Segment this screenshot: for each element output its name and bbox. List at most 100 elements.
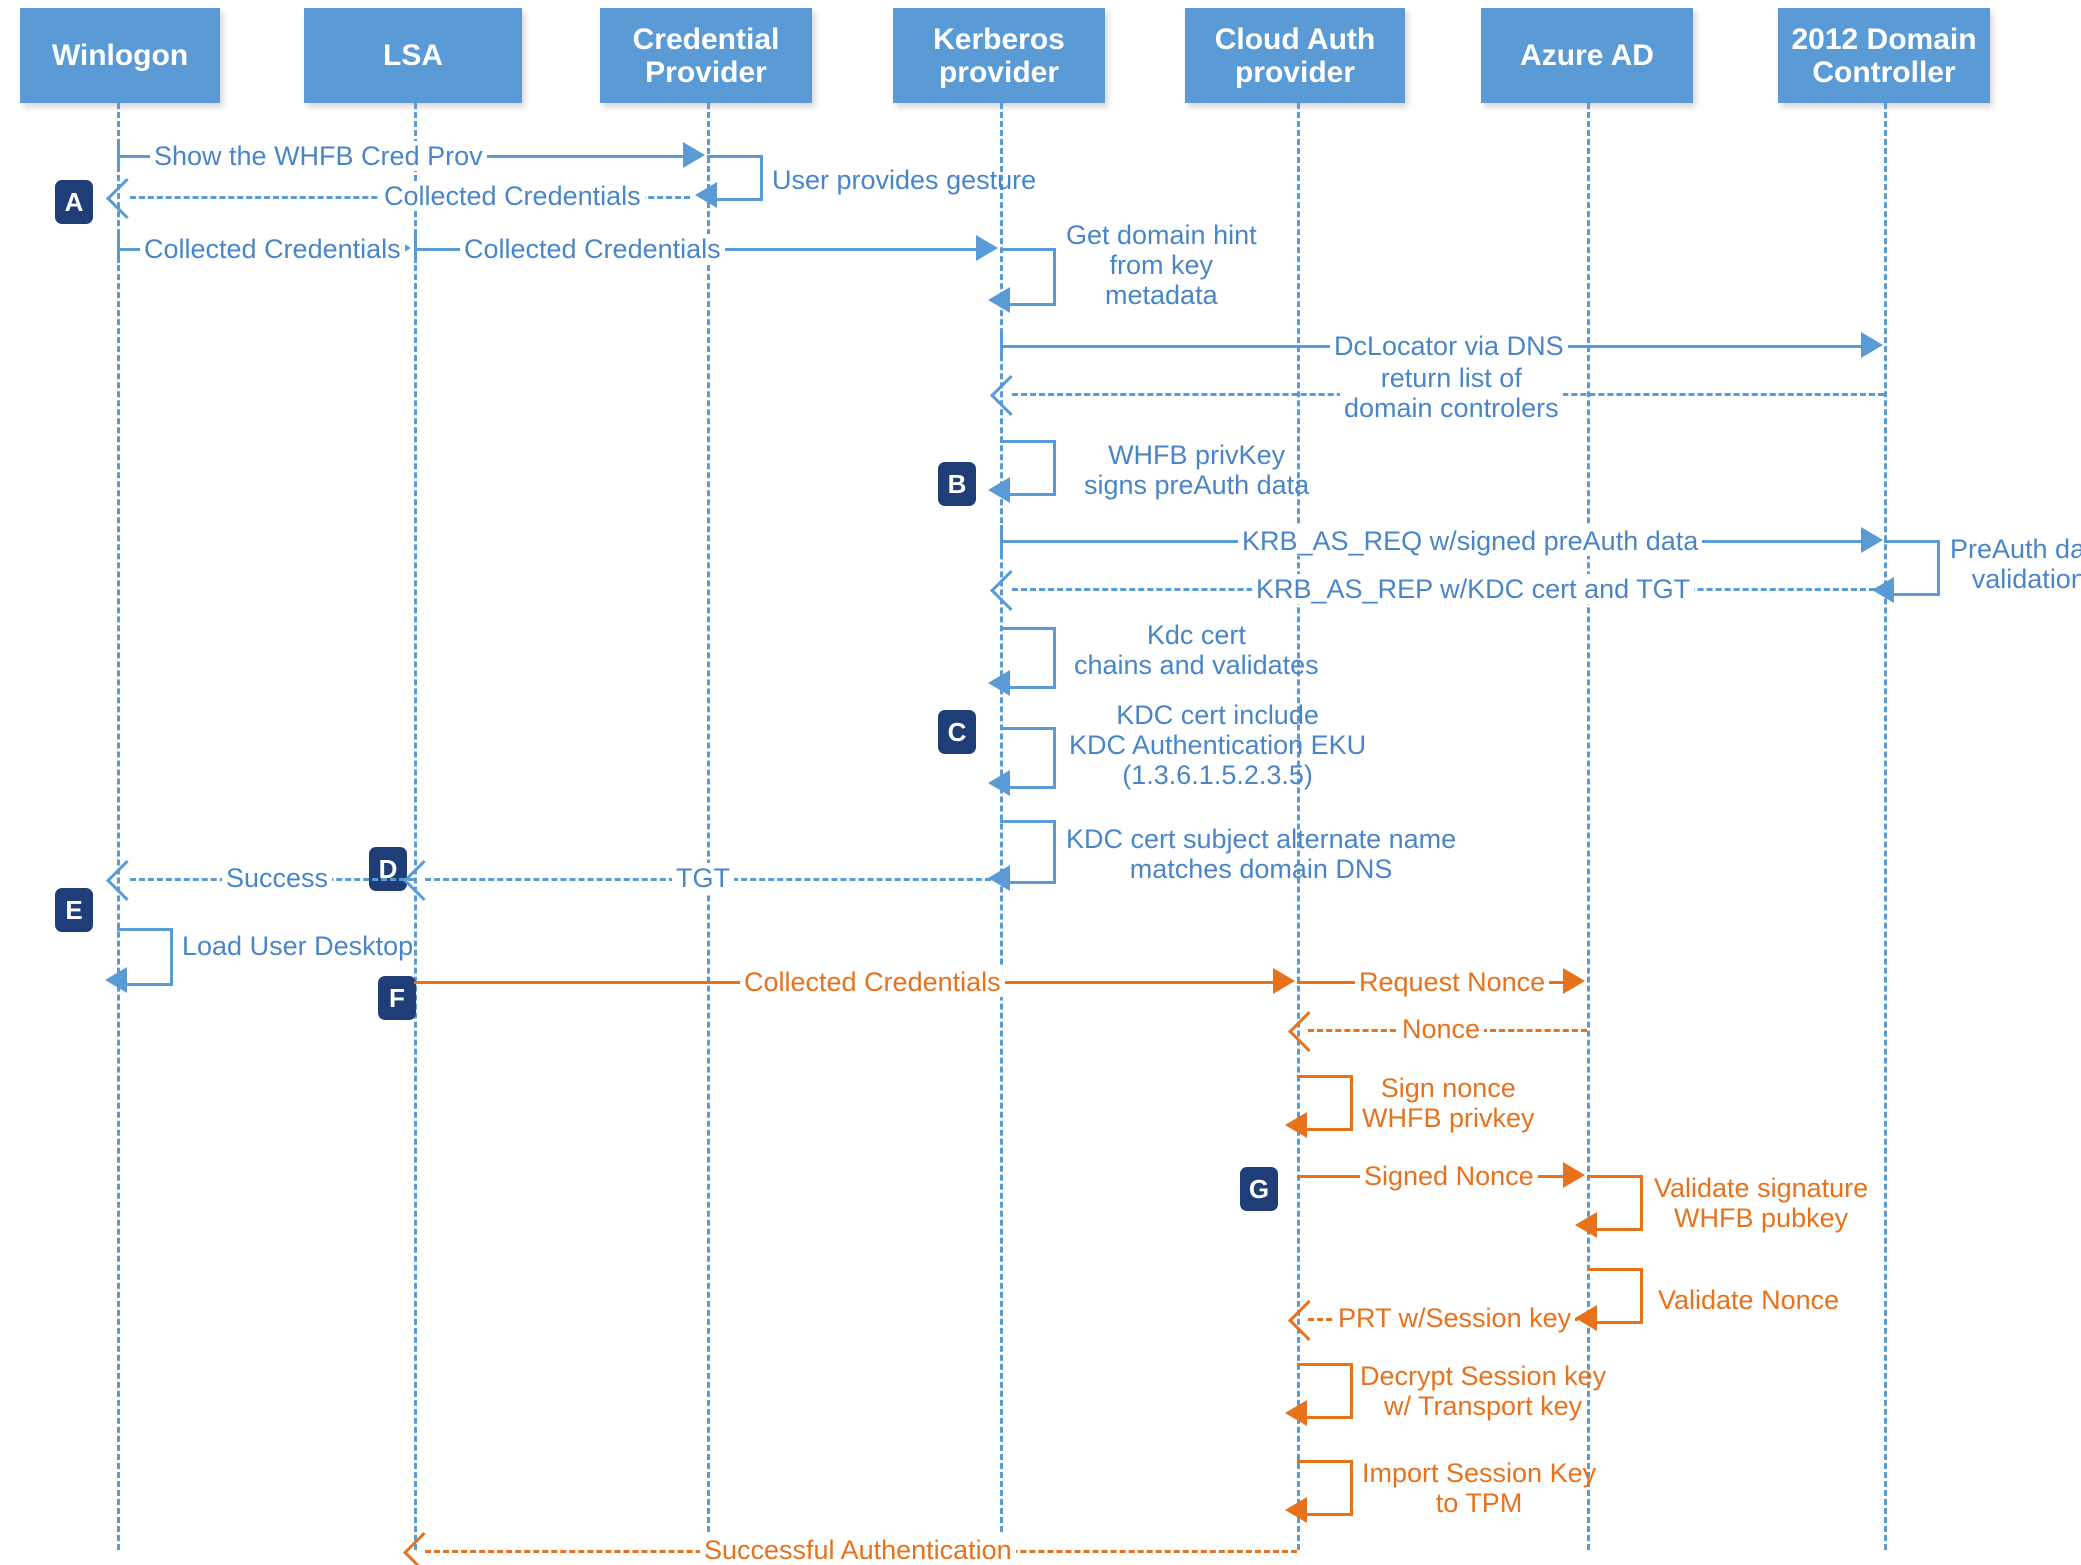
step-marker-g[interactable]: G [1240, 1167, 1278, 1211]
msg-label-m21: Nonce [1398, 1014, 1485, 1045]
msg-label-m18: Load User Desktop [182, 931, 414, 961]
actor-box-azure-ad[interactable]: Azure AD [1481, 8, 1693, 103]
msg-selfloop-m13 [1000, 627, 1056, 689]
actor-box-winlogon[interactable]: Winlogon [20, 8, 220, 103]
step-marker-d[interactable]: D [369, 847, 407, 891]
msg-label-m12: KRB_AS_REP w/KDC cert and TGT [1252, 574, 1695, 605]
msg-arrowhead-m14 [988, 770, 1010, 796]
msg-label-m29: Successful Authentication [700, 1535, 1016, 1565]
msg-arrowhead-m3 [105, 177, 148, 220]
step-marker-c[interactable]: C [938, 710, 976, 754]
msg-label-m13: Kdc cert chains and validates [1074, 620, 1319, 681]
msg-arrowhead-m1 [683, 142, 705, 168]
step-marker-e-label: E [65, 894, 83, 925]
msg-arrowhead-m27 [1285, 1400, 1307, 1426]
lifeline-cloud-auth-provider [1297, 103, 1300, 1550]
msg-arrowhead-m10 [1861, 527, 1883, 553]
msg-arrowhead-m13 [988, 670, 1010, 696]
msg-label-m1: Show the WHFB Cred Prov [150, 141, 487, 172]
msg-arrowhead-m18 [105, 967, 127, 993]
msg-label-m19: Collected Credentials [740, 967, 1005, 998]
msg-selfloop-m9 [1000, 440, 1056, 496]
msg-label-m22: Sign nonce WHFB privkey [1362, 1073, 1535, 1134]
actor-label-azure-ad: Azure AD [1520, 39, 1654, 72]
msg-arrowhead-m2 [695, 182, 717, 208]
msg-arrowhead-m5 [976, 235, 998, 261]
msg-arrowhead-m7 [1861, 332, 1883, 358]
lifeline-azure-ad [1587, 103, 1590, 1550]
step-marker-a-label: A [64, 186, 84, 217]
msg-label-m17: Success [222, 863, 333, 894]
msg-arrowhead-m6 [988, 287, 1010, 313]
msg-selfloop-m11 [1884, 540, 1940, 596]
msg-label-m26: PRT w/Session key [1334, 1303, 1576, 1334]
msg-arrowhead-m29 [402, 1531, 445, 1565]
actor-label-lsa: LSA [383, 39, 443, 72]
msg-label-m16: TGT [672, 863, 734, 894]
step-marker-b-label: B [947, 468, 967, 499]
msg-arrowhead-m28 [1285, 1497, 1307, 1523]
msg-label-m14: KDC cert include KDC Authentication EKU … [1069, 700, 1367, 791]
msg-label-m4: Collected Credentials [140, 234, 405, 265]
msg-label-m6: Get domain hint from key metadata [1066, 220, 1257, 311]
msg-label-m20: Request Nonce [1355, 967, 1550, 998]
step-marker-c-label: C [947, 716, 967, 747]
msg-selfloop-m28 [1297, 1460, 1353, 1516]
msg-arrowhead-m12 [989, 569, 1032, 612]
msg-selfloop-m22 [1297, 1075, 1353, 1131]
msg-arrowhead-m20 [1563, 968, 1585, 994]
msg-label-m10: KRB_AS_REQ w/signed preAuth data [1238, 526, 1703, 557]
msg-selfloop-m15 [1000, 820, 1056, 884]
step-marker-f-label: F [389, 982, 405, 1013]
actor-label-winlogon: Winlogon [51, 39, 189, 72]
msg-label-m28: Import Session Key to TPM [1362, 1458, 1597, 1519]
msg-arrowhead-m8 [989, 374, 1032, 417]
msg-selfloop-m14 [1000, 727, 1056, 789]
msg-arrowhead-m26 [1287, 1299, 1330, 1342]
step-marker-a[interactable]: A [55, 180, 93, 224]
step-marker-b[interactable]: B [938, 462, 976, 506]
msg-selfloop-m2 [707, 155, 763, 201]
step-marker-g-label: G [1248, 1173, 1270, 1204]
msg-selfloop-m25 [1587, 1268, 1643, 1324]
msg-label-m25: Validate Nonce [1658, 1285, 1840, 1315]
msg-label-m8: return list of domain controlers [1340, 363, 1563, 424]
msg-label-m3: Collected Credentials [380, 181, 645, 212]
msg-label-m5: Collected Credentials [460, 234, 725, 265]
msg-label-m23: Signed Nonce [1360, 1161, 1538, 1192]
msg-label-m27: Decrypt Session key w/ Transport key [1360, 1361, 1607, 1422]
lifeline-credential-provider [707, 103, 710, 1550]
actor-box-lsa[interactable]: LSA [304, 8, 522, 103]
msg-arrowhead-m24 [1575, 1212, 1597, 1238]
msg-label-m7: DcLocator via DNS [1330, 331, 1568, 362]
msg-selfloop-m27 [1297, 1363, 1353, 1419]
lifeline-kerberos-provider [1000, 103, 1003, 1550]
msg-arrowhead-m21 [1287, 1010, 1330, 1053]
msg-selfloop-m24 [1587, 1175, 1643, 1231]
msg-label-m2: User provides gesture [772, 165, 1037, 195]
msg-arrowhead-m9 [988, 477, 1010, 503]
msg-label-m15: KDC cert subject alternate name matches … [1066, 824, 1457, 885]
step-marker-d-label: D [378, 853, 398, 884]
lifeline-winlogon [117, 103, 120, 1550]
msg-arrowhead-m19 [1273, 968, 1295, 994]
lifeline-lsa [414, 103, 417, 1550]
msg-label-m24: Validate signature WHFB pubkey [1654, 1173, 1869, 1234]
msg-arrowhead-m17 [105, 859, 148, 902]
msg-label-m11: PreAuth data validation [1950, 534, 2081, 595]
msg-arrowhead-m23 [1563, 1162, 1585, 1188]
msg-arrowhead-m22 [1285, 1112, 1307, 1138]
step-marker-f[interactable]: F [378, 976, 416, 1020]
msg-selfloop-m18 [117, 928, 173, 986]
msg-label-m9: WHFB privKey signs preAuth data [1084, 440, 1310, 501]
step-marker-e[interactable]: E [55, 888, 93, 932]
